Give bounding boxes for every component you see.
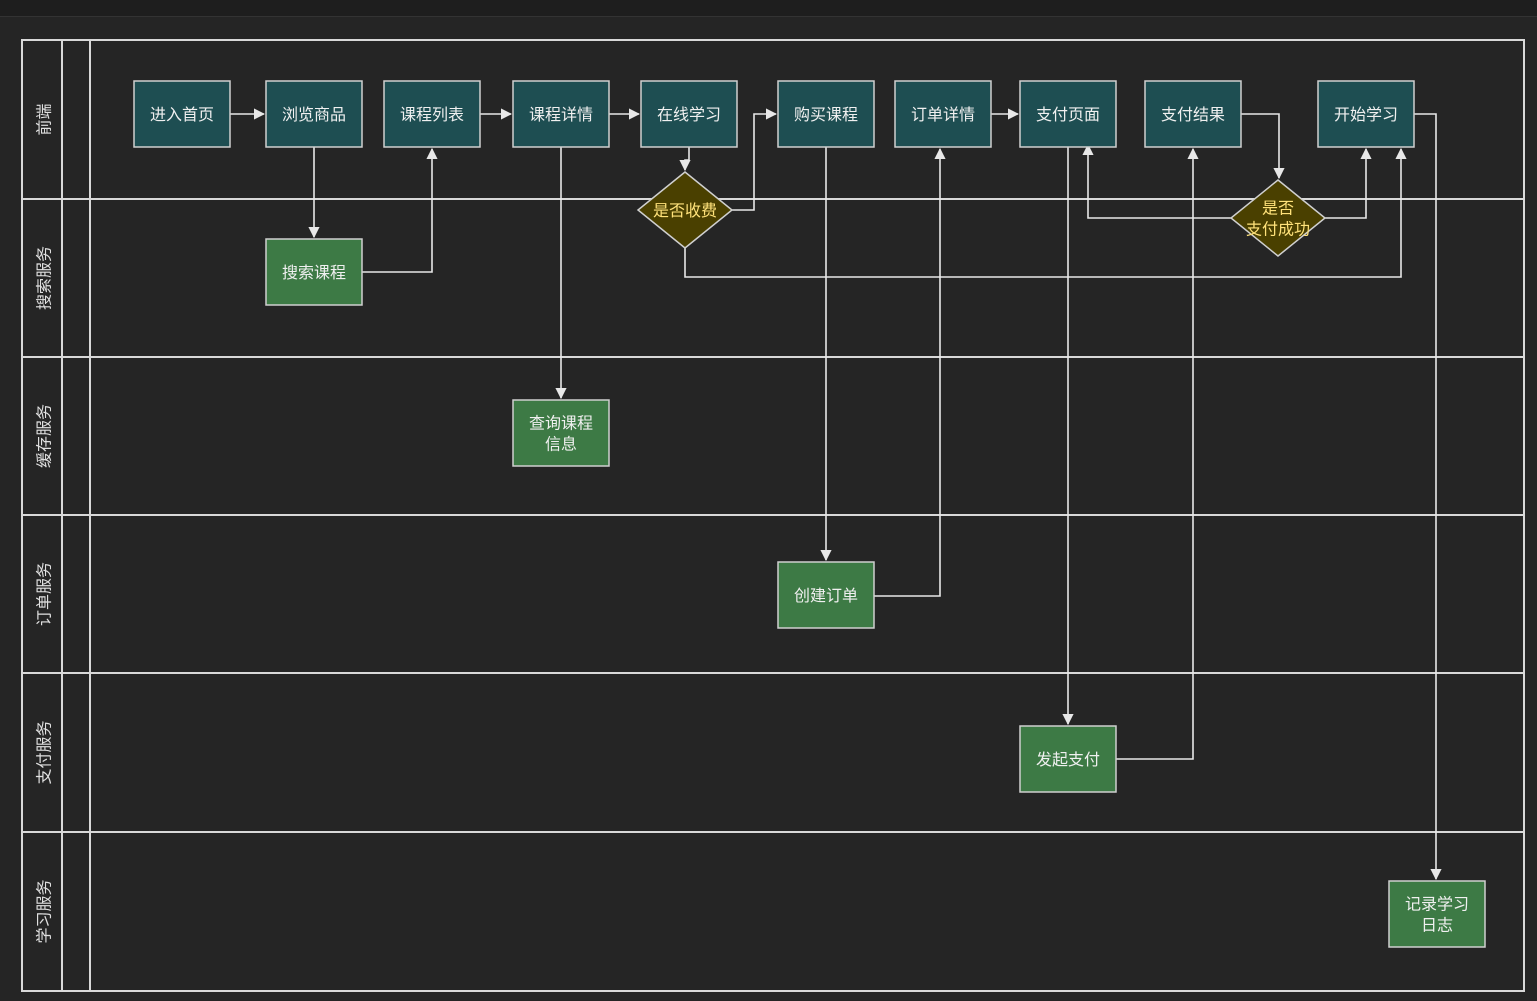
node-search[interactable]: 搜索课程 xyxy=(265,238,363,306)
process-box xyxy=(777,80,875,148)
edge-createorder-to-orderdetail xyxy=(874,147,946,597)
node-label: 进入首页 xyxy=(150,105,214,124)
node-label: 记录学习日志 xyxy=(1405,894,1469,934)
process-box xyxy=(1317,80,1415,148)
node-label: 创建订单 xyxy=(794,586,858,605)
node-payresult[interactable]: 支付结果 xyxy=(1144,80,1242,148)
process-box xyxy=(133,80,231,148)
edge-online-to-charge xyxy=(679,147,691,172)
edge-initpay-to-payresult xyxy=(1116,147,1199,760)
process-box xyxy=(1019,725,1117,793)
node-label: 搜索课程 xyxy=(282,263,346,282)
node-label: 是否支付成功 xyxy=(1246,198,1310,238)
node-label: 开始学习 xyxy=(1334,105,1398,124)
process-box xyxy=(512,399,610,467)
process-box xyxy=(1388,880,1486,948)
node-paid[interactable]: 是否支付成功 xyxy=(1229,179,1327,257)
edge-charge-to-startlearn xyxy=(684,147,1407,278)
lane-label-cache: 缓存服务 xyxy=(35,404,54,468)
edges-layer xyxy=(230,108,1442,881)
lane-label-frontend: 前端 xyxy=(35,103,54,135)
edge-charge-to-buy xyxy=(732,108,778,211)
node-query[interactable]: 查询课程信息 xyxy=(512,399,610,467)
decision-diamond xyxy=(1229,179,1327,257)
edge-search-to-list xyxy=(362,147,438,273)
lane-label-order: 订单服务 xyxy=(35,562,54,626)
node-label: 是否收费 xyxy=(653,201,717,220)
process-box xyxy=(265,80,363,148)
node-label: 查询课程信息 xyxy=(529,413,593,453)
node-online[interactable]: 在线学习 xyxy=(640,80,738,148)
node-createorder[interactable]: 创建订单 xyxy=(777,561,875,629)
node-charge[interactable]: 是否收费 xyxy=(636,171,734,249)
edge-startlearn-to-log xyxy=(1414,113,1442,881)
node-label: 课程列表 xyxy=(400,105,464,124)
node-label: 在线学习 xyxy=(657,105,721,124)
node-orderdetail[interactable]: 订单详情 xyxy=(894,80,992,148)
lane-label-learn: 学习服务 xyxy=(35,879,54,943)
lane-label-search: 搜索服务 xyxy=(35,246,54,310)
edge-paid-to-paypage xyxy=(1082,143,1231,219)
process-box xyxy=(265,238,363,306)
node-startlearn[interactable]: 开始学习 xyxy=(1317,80,1415,148)
process-box xyxy=(383,80,481,148)
node-label: 购买课程 xyxy=(794,105,858,124)
process-box xyxy=(512,80,610,148)
node-home[interactable]: 进入首页 xyxy=(133,80,231,148)
process-box xyxy=(1019,80,1117,148)
edge-paid-to-startlearn xyxy=(1325,147,1372,219)
node-initpay[interactable]: 发起支付 xyxy=(1019,725,1117,793)
node-log[interactable]: 记录学习日志 xyxy=(1388,880,1486,948)
node-label: 发起支付 xyxy=(1036,750,1100,769)
edge-payresult-to-paid xyxy=(1241,113,1285,180)
process-box xyxy=(777,561,875,629)
node-browse[interactable]: 浏览商品 xyxy=(265,80,363,148)
node-label: 订单详情 xyxy=(911,105,975,124)
node-label: 浏览商品 xyxy=(282,105,346,124)
nodes-layer: 进入首页 浏览商品 课程列表 课程详情 在线学习 购买课程 订单详情 支付页面 支付结果 开始学习… xyxy=(133,80,1486,948)
window-top-bar xyxy=(0,0,1537,17)
node-label: 课程详情 xyxy=(529,105,593,124)
node-detail[interactable]: 课程详情 xyxy=(512,80,610,148)
node-buy[interactable]: 购买课程 xyxy=(777,80,875,148)
node-list[interactable]: 课程列表 xyxy=(383,80,481,148)
process-box xyxy=(640,80,738,148)
decision-diamond xyxy=(636,171,734,249)
lane-label-pay: 支付服务 xyxy=(35,720,54,784)
node-label: 支付结果 xyxy=(1161,105,1225,124)
process-box xyxy=(894,80,992,148)
node-paypage[interactable]: 支付页面 xyxy=(1019,80,1117,148)
process-box xyxy=(1144,80,1242,148)
node-label: 支付页面 xyxy=(1036,105,1100,124)
